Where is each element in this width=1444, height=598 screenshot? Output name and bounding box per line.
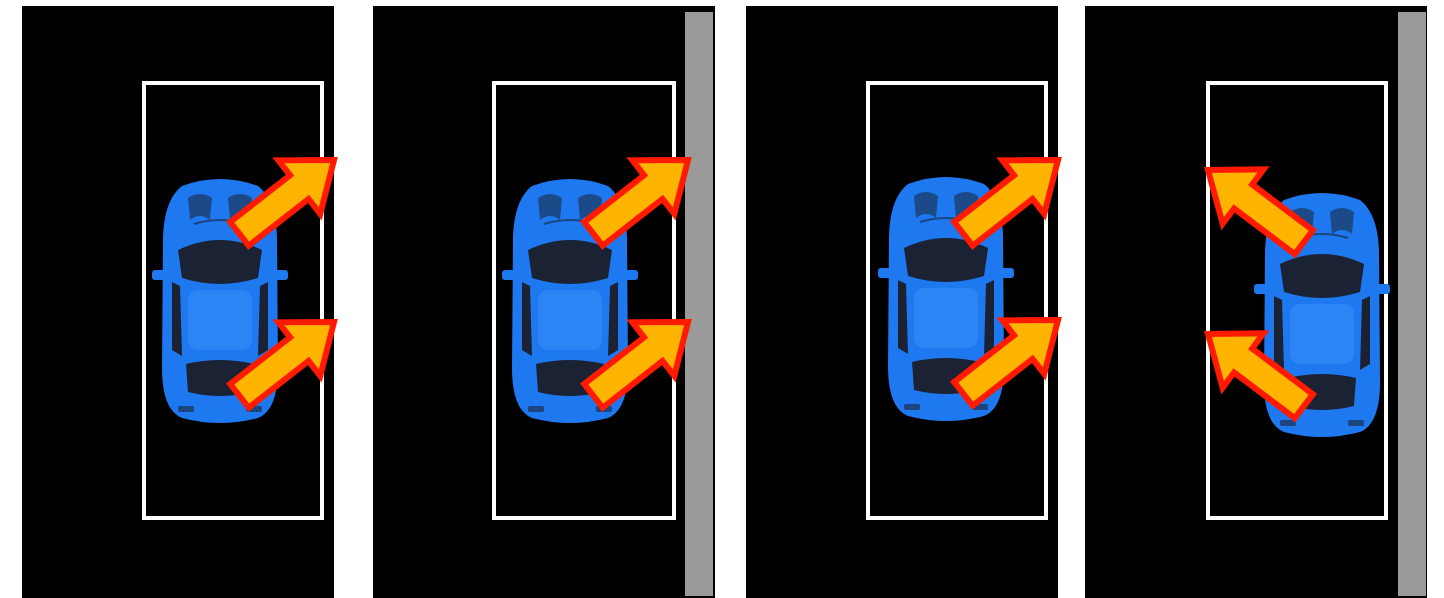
roof (914, 288, 978, 348)
roof (538, 290, 602, 350)
right-tail-light (1348, 420, 1364, 426)
wall-icon (685, 12, 713, 596)
scene-panel-1 (22, 6, 355, 598)
scene-panel-3 (746, 6, 1079, 598)
wall-icon (1398, 12, 1426, 596)
scene-panel-2 (373, 6, 715, 598)
windshield (1280, 254, 1364, 298)
windshield (528, 240, 612, 284)
left-tail-light (528, 406, 544, 412)
roof (1290, 304, 1354, 364)
left-tail-light (178, 406, 194, 412)
scene-panel-4 (1085, 6, 1427, 598)
roof (188, 290, 252, 350)
left-tail-light (904, 404, 920, 410)
